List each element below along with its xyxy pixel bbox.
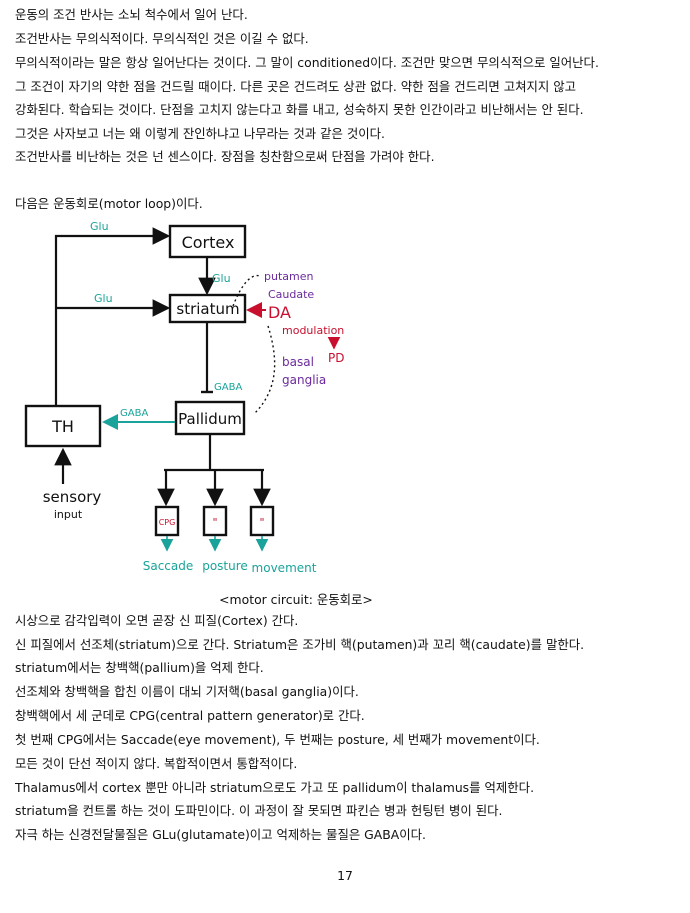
cpg-box-1 xyxy=(154,505,180,537)
page-number: 17 xyxy=(337,868,353,883)
body-line-4: 선조체와 창백핵을 합친 이름이 대뇌 기저핵(basal ganglia)이다… xyxy=(15,684,359,699)
th-box xyxy=(24,404,102,448)
body-line-6: 첫 번째 CPG에서는 Saccade(eye movement), 두 번째는… xyxy=(15,732,540,747)
intro-line-6: 그것은 사자보고 너는 왜 이렇게 잔인하냐고 나무라는 것과 같은 것이다. xyxy=(15,126,385,141)
intro-line-2: 조건반사는 무의식적이다. 무의식적인 것은 이길 수 없다. xyxy=(15,31,309,46)
gaba-label-left: GABA xyxy=(120,408,148,419)
modulation-label: modulation xyxy=(282,324,344,337)
pallidum-label: Pallidum xyxy=(178,410,242,428)
cpg-box-2 xyxy=(202,505,228,537)
figure-caption-text: <motor circuit: 운동회로> xyxy=(219,592,373,607)
intro-line-4: 그 조건이 자기의 약한 점을 건드릴 때이다. 다른 곳은 건드려도 상관 없… xyxy=(15,79,577,94)
striatum-label: striatum xyxy=(176,300,239,318)
da-label: DA xyxy=(268,303,291,322)
sensory-label: sensory xyxy=(43,488,102,506)
input-label: input xyxy=(54,508,83,521)
cpg-label: CPG xyxy=(159,518,176,527)
basal-label: basal xyxy=(282,355,314,369)
cpg-box-3 xyxy=(249,505,275,537)
motor-loop-diagram: Cortex striatum Pallidum TH Glu Glu Glu … xyxy=(24,220,344,575)
cortex-label: Cortex xyxy=(182,233,235,252)
cpg-ditto-2: " xyxy=(259,516,264,529)
body-line-9: striatum을 컨트롤 하는 것이 도파민이다. 이 과정이 잘 못되면 파… xyxy=(15,803,503,818)
gaba-label-down: GABA xyxy=(214,382,242,393)
pd-label: PD xyxy=(328,351,344,365)
output-movement: movement xyxy=(252,561,317,575)
glu-label-left: Glu xyxy=(94,292,113,305)
cpg-ditto-1: " xyxy=(212,516,217,529)
putamen-label: putamen xyxy=(264,270,313,283)
basal-ganglia-bracket xyxy=(232,274,261,307)
intro-line-5: 강화된다. 학습되는 것이다. 단점을 고치지 않는다고 화를 내고, 성숙하지… xyxy=(15,102,584,117)
body-line-10: 자극 하는 신경전달물질은 GLu(glutamate)이고 억제하는 물질은 … xyxy=(15,827,426,842)
body-line-5: 창백핵에서 세 군데로 CPG(central pattern generato… xyxy=(15,708,365,723)
body-line-7: 모든 것이 단선 적이지 않다. 복합적이면서 통합적이다. xyxy=(15,756,298,771)
basal-ganglia-curve xyxy=(253,325,276,415)
ganglia-label: ganglia xyxy=(282,373,326,387)
glu-label-top: Glu xyxy=(90,220,109,233)
figure-caption: <motor circuit: 운동회로> xyxy=(0,591,690,609)
th-to-cortex-line xyxy=(54,227,171,406)
th-label: TH xyxy=(51,417,74,436)
intro-line-3: 무의식적이라는 말은 항상 일어난다는 것이다. 그 말이 conditione… xyxy=(15,55,599,70)
body-line-3: striatum에서는 창백핵(pallium)을 억제 한다. xyxy=(15,660,264,675)
output-saccade: Saccade xyxy=(143,559,194,573)
body-line-1: 시상으로 감각입력이 오면 곧장 신 피질(Cortex) 간다. xyxy=(15,613,299,628)
output-posture: posture xyxy=(202,559,248,573)
intro-line-1: 운동의 조건 반사는 소뇌 척수에서 일어 난다. xyxy=(15,7,248,22)
intro-line-7: 조건반사를 비난하는 것은 넌 센스이다. 장점을 칭찬함으로써 단점을 가려야… xyxy=(15,149,435,164)
section-intro: 다음은 운동회로(motor loop)이다. xyxy=(15,196,203,211)
body-line-8: Thalamus에서 cortex 뿐만 아니라 striatum으로도 가고 … xyxy=(15,780,535,795)
caudate-label: Caudate xyxy=(268,288,314,301)
body-line-2: 신 피질에서 선조체(striatum)으로 간다. Striatum은 조가비… xyxy=(15,637,585,652)
glu-label-cortex: Glu xyxy=(212,272,231,285)
